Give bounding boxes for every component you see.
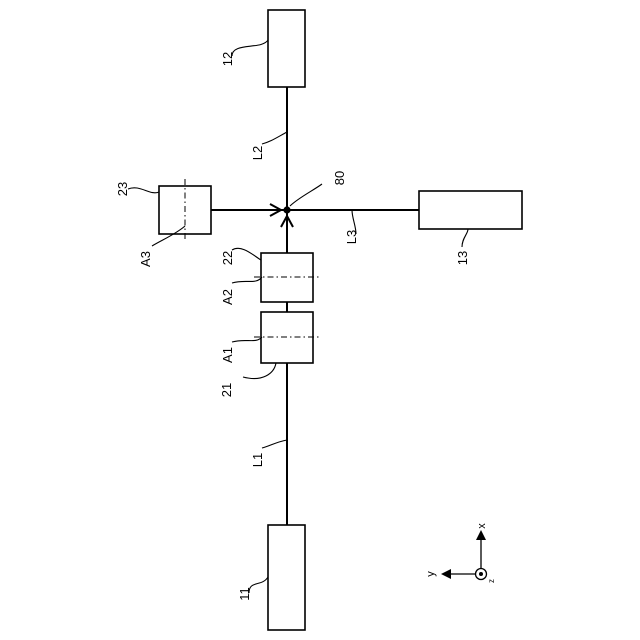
junction-80-dot <box>283 206 290 213</box>
x-axis-arrowhead <box>476 530 486 540</box>
leader-23 <box>128 188 159 193</box>
label-axis-a1: A1 <box>220 347 235 363</box>
leader-22 <box>232 248 261 260</box>
z-axis-dot <box>479 572 483 576</box>
coordinate-system: x y z <box>425 523 496 583</box>
label-element-21: 21 <box>219 383 234 397</box>
label-axis-a3: A3 <box>138 251 153 267</box>
y-axis-arrowhead <box>441 569 451 579</box>
leader-12 <box>232 40 268 56</box>
label-unit-13: 13 <box>455 251 470 265</box>
label-axis-a2: A2 <box>220 289 235 305</box>
leader-80 <box>290 184 322 206</box>
label-unit-11: 11 <box>237 587 252 601</box>
leader-a2 <box>232 277 262 283</box>
x-axis-label: x <box>476 523 488 529</box>
label-line-l3: L3 <box>344 230 359 244</box>
label-element-22: 22 <box>220 251 235 265</box>
label-junction-80: 80 <box>332 171 347 185</box>
leader-21 <box>243 363 276 379</box>
label-unit-12: 12 <box>220 52 235 66</box>
label-line-l2: L2 <box>250 146 265 160</box>
label-element-23: 23 <box>115 182 130 196</box>
leader-a1 <box>232 337 262 342</box>
unit-13-box <box>419 191 522 229</box>
leader-l1 <box>262 440 287 448</box>
unit-11-box <box>268 525 305 630</box>
label-line-l1: L1 <box>250 453 265 467</box>
z-axis-label: z <box>487 579 496 583</box>
y-axis-label: y <box>425 571 437 577</box>
leader-13 <box>462 229 468 247</box>
leader-l2 <box>262 132 287 144</box>
unit-12-box <box>268 10 305 87</box>
